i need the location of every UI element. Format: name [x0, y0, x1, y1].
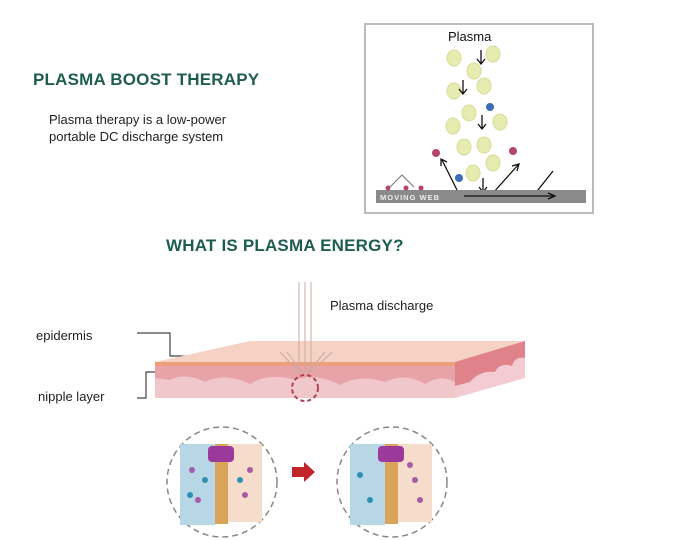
plasma-discharge-rays: [279, 282, 333, 373]
skin-side: [455, 341, 525, 386]
moving-web-label: MOVING WEB: [380, 193, 440, 202]
down-arrows: [440, 50, 554, 196]
plasma-label: Plasma: [448, 29, 492, 44]
plasma-description: Plasma therapy is a low-power portable D…: [49, 111, 226, 145]
plasma-discharge-label: Plasma discharge: [330, 298, 434, 313]
skin-top-surface: [155, 341, 525, 362]
plasma-particles: [445, 45, 508, 182]
dermis-layer: [155, 366, 455, 385]
membrane-channel: [208, 446, 234, 462]
plasma-diagram-graphic: MOVING WEB Plasma: [376, 29, 586, 203]
description-line-1: Plasma therapy is a low-power: [49, 112, 227, 127]
epidermis-label: epidermis: [36, 328, 93, 343]
nipple-layer-label: nipple layer: [38, 389, 105, 404]
plasma-boost-title: PLASMA BOOST THERAPY: [33, 70, 260, 89]
nipple-leader-line: [137, 371, 162, 399]
cell-before: [166, 426, 278, 538]
plasma-energy-title: WHAT IS PLASMA ENERGY?: [166, 236, 404, 255]
description-line-2: portable DC discharge system: [49, 129, 224, 144]
transition-arrow-icon: [292, 462, 315, 482]
cell-after: [336, 426, 448, 538]
focus-circle: [291, 374, 319, 402]
epidermis-leader-line: [137, 332, 200, 357]
plasma-moving-web-diagram: MOVING WEB Plasma: [364, 23, 594, 214]
